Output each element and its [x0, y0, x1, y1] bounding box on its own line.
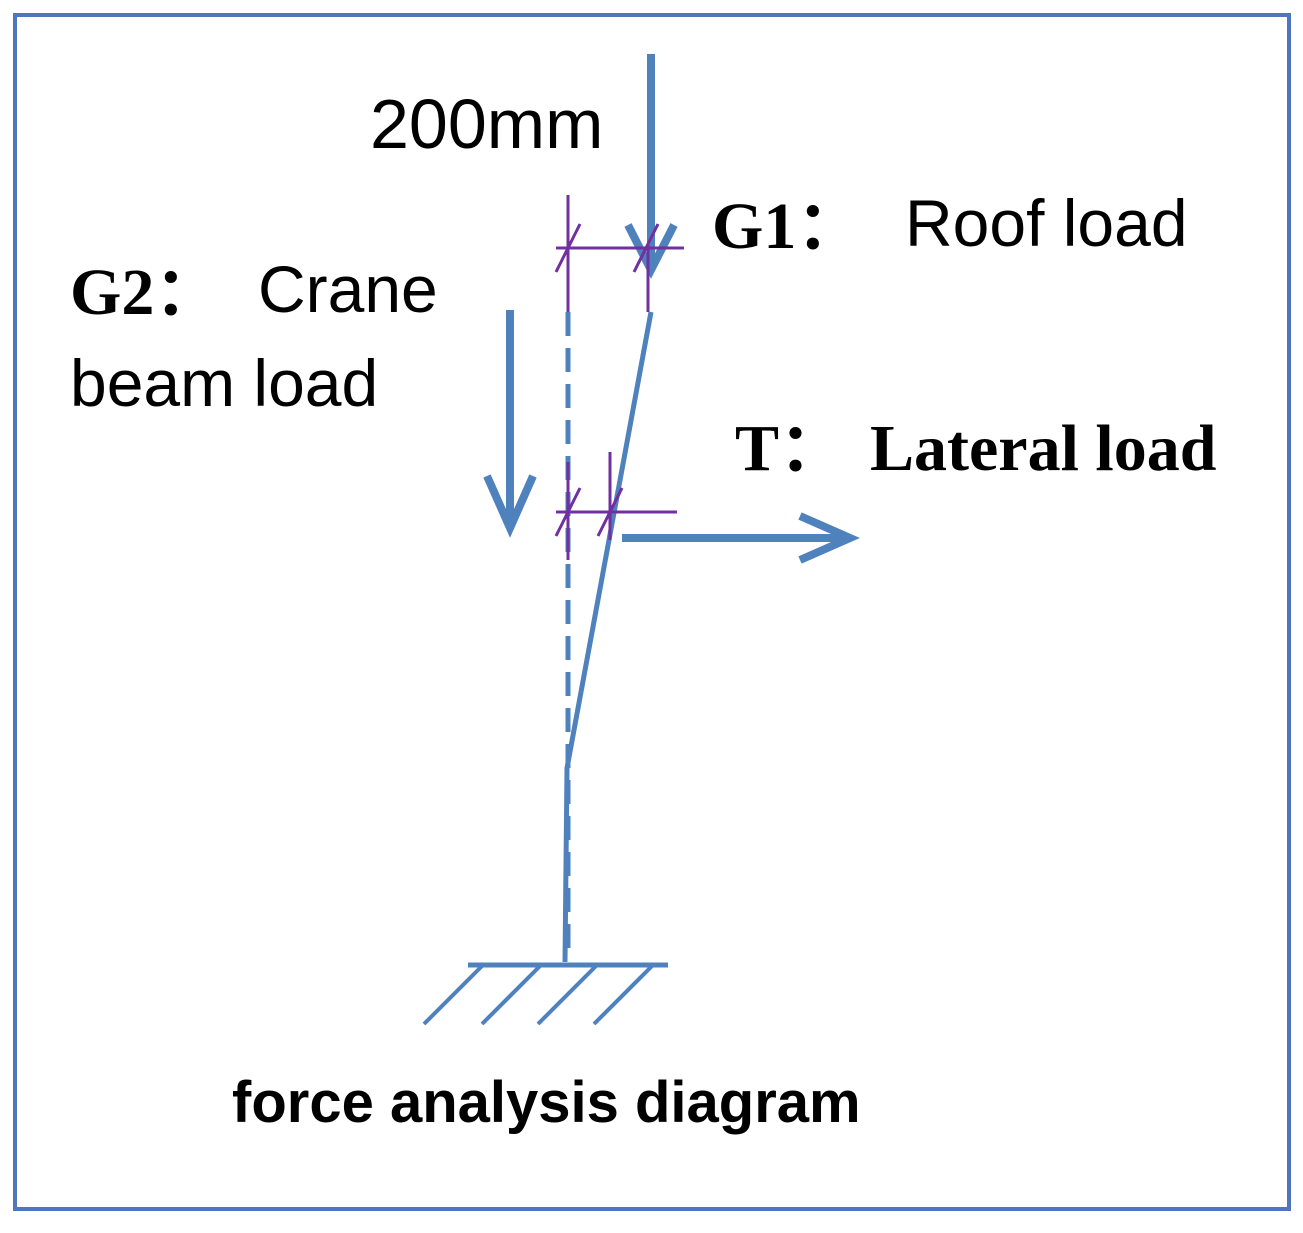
support-hatch: [480, 964, 542, 1026]
middle-dimension-marks: [554, 452, 677, 560]
deformed-column: [562, 311, 654, 963]
t-symbol: T：: [735, 412, 845, 485]
t-lateral-load-arrow: [622, 512, 860, 564]
g2-label-line1: Crane: [258, 252, 438, 326]
g1-symbol: G1：: [712, 190, 862, 263]
diagram-caption: force analysis diagram: [232, 1070, 861, 1135]
support-hatch: [536, 964, 598, 1026]
g2-symbol: G2：: [70, 256, 220, 329]
support-hatch: [592, 964, 654, 1026]
support-hatch: [422, 964, 484, 1026]
dimension-label: 200mm: [370, 85, 603, 163]
g2-label-line2: beam load: [70, 346, 378, 420]
g2-crane-beam-load-arrow: [483, 310, 537, 538]
fixed-support: [422, 962, 668, 1026]
t-label: Lateral load: [870, 412, 1216, 485]
g1-label: Roof load: [905, 186, 1188, 260]
top-dimension-marks: [554, 195, 684, 312]
g1-roof-load-arrow: [624, 54, 678, 279]
